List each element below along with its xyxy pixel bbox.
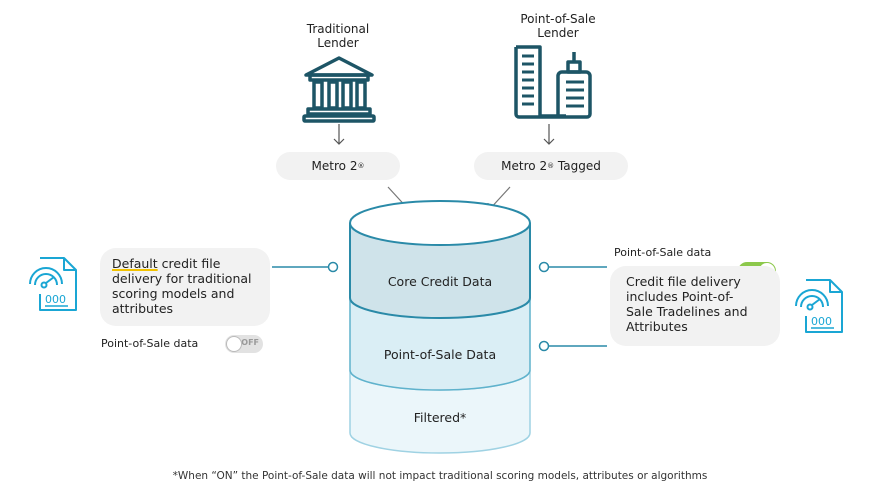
svg-text:000: 000 (811, 315, 832, 328)
metro2-tagged-pill-text: Metro 2 (501, 159, 548, 173)
toggle-state-text: OFF (241, 338, 259, 347)
traditional-lender-title: Traditional Lender (288, 22, 388, 50)
footnote: *When “ON” the Point-of-Sale data will n… (172, 470, 708, 482)
svg-text:000: 000 (45, 293, 66, 306)
traditional-lender-title-line2: Lender (317, 36, 359, 50)
database-cylinder (349, 200, 531, 454)
credit-report-file-icon: 000 (795, 279, 843, 333)
arrow-down-icon (333, 124, 345, 145)
traditional-lender-title-line1: Traditional (306, 22, 370, 36)
connector-node-right-top (538, 261, 550, 273)
connector-node-right-bottom (538, 340, 550, 352)
default-delivery-callout: Default credit file delivery for traditi… (100, 248, 270, 326)
callout-line2: includes Point-of- (626, 289, 734, 304)
callout-line4: Attributes (626, 319, 688, 334)
pos-lender-title-line2: Lender (537, 26, 579, 40)
registered-mark: ® (547, 162, 555, 170)
callout-line4: attributes (112, 301, 174, 316)
callout-line2: delivery for traditional (112, 271, 252, 286)
arrow-down-icon (543, 124, 555, 145)
tagged-suffix: Tagged (554, 159, 601, 173)
pos-lender-title-line1: Point-of-Sale (520, 12, 596, 26)
office-buildings-icon (514, 45, 592, 119)
pos-lender-title: Point-of-Sale Lender (498, 12, 618, 40)
connector-node-left (327, 261, 339, 273)
db-top (349, 200, 531, 246)
layer-label-filtered: Filtered* (413, 410, 467, 425)
callout-line3: scoring models and (112, 286, 235, 301)
layer-label-core: Core Credit Data (387, 274, 493, 289)
pos-toggle-label-left: Point-of-Sale data (101, 337, 199, 350)
metro2-pill-text: Metro 2 (311, 159, 358, 173)
toggle-knob (226, 336, 242, 352)
layer-label-pos: Point-of-Sale Data (383, 347, 497, 362)
callout-line3: Sale Tradelines and (626, 304, 748, 319)
metro2-tagged-pill: Metro 2® Tagged (474, 152, 628, 180)
credit-report-file-icon: 000 (29, 257, 77, 311)
pos-delivery-callout: Credit file delivery includes Point-of- … (610, 266, 780, 346)
metro2-pill: Metro 2® (276, 152, 400, 180)
bank-icon (302, 56, 376, 123)
callout-line1: Default credit file (112, 256, 258, 271)
callout-line1-rest: credit file (157, 256, 221, 271)
registered-mark: ® (357, 162, 365, 170)
pos-toggle-off[interactable]: OFF (225, 335, 263, 353)
underlined-word: Default (112, 256, 158, 271)
pos-toggle-label-right: Point-of-Sale data (614, 246, 712, 259)
callout-line1: Credit file delivery (626, 274, 741, 289)
